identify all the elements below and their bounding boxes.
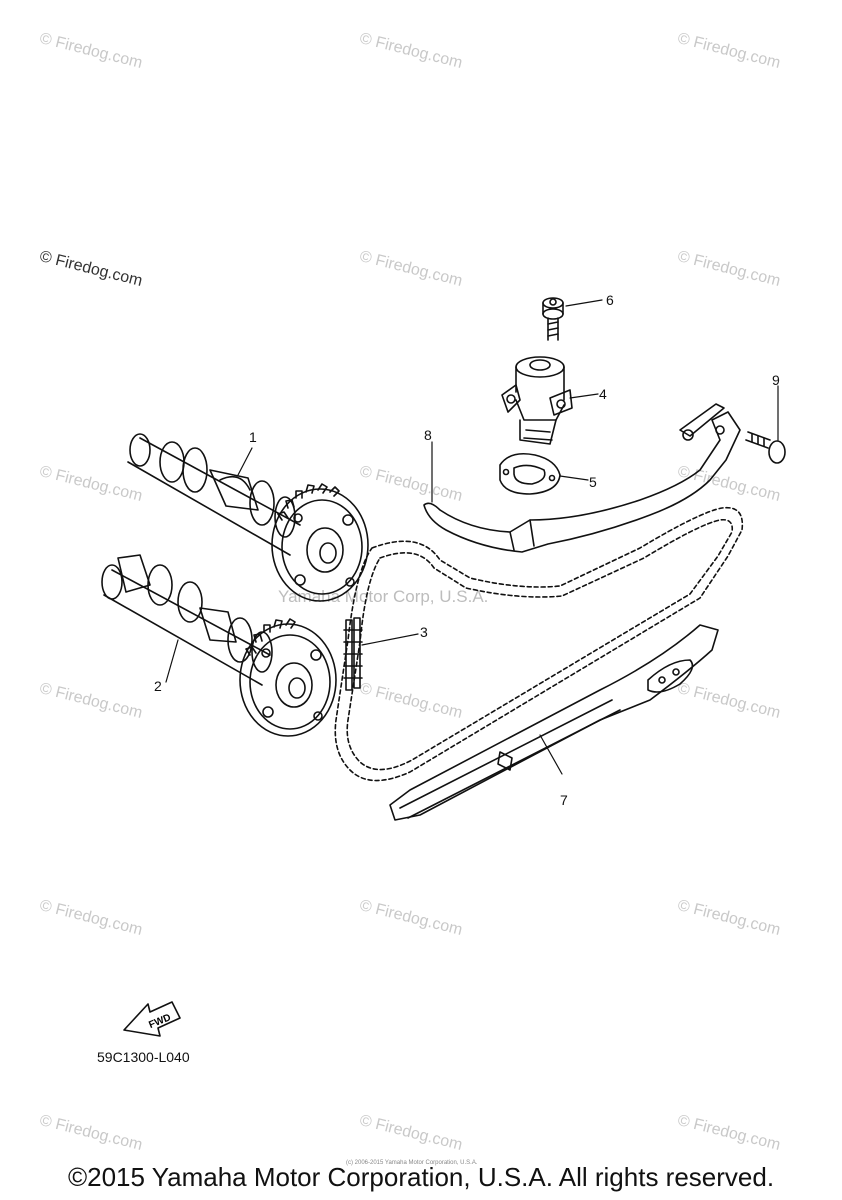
tensioner-gasket <box>499 452 561 495</box>
callout-7: 7 <box>560 792 568 808</box>
copyright-notice: ©2015 Yamaha Motor Corporation, U.S.A. A… <box>67 1162 775 1192</box>
callout-5: 5 <box>589 474 597 490</box>
callout-3: 3 <box>420 624 428 640</box>
cam-chain <box>334 506 744 782</box>
small-copyright: (c) 2006-2015 Yamaha Motor Corporation, … <box>346 1160 478 1166</box>
callout-2: 2 <box>154 678 162 694</box>
center-watermark: Yamaha Motor Corp, U.S.A. <box>278 587 489 606</box>
fwd-label: FWD <box>147 1012 172 1031</box>
callout-4: 4 <box>599 386 607 402</box>
chain-tensioner <box>501 356 573 445</box>
cam-chain-section <box>343 617 363 691</box>
callout-6: 6 <box>606 292 614 308</box>
tensioner-bolt <box>542 297 564 341</box>
callout-9: 9 <box>772 372 780 388</box>
callout-leaders <box>165 299 779 775</box>
chain-guide-upper <box>423 403 741 553</box>
diagram-code: 59C1300-L040 <box>97 1049 190 1065</box>
callout-1: 1 <box>249 429 257 445</box>
fwd-arrow-icon <box>123 1001 181 1037</box>
guide-bolt <box>745 431 786 464</box>
camshaft-upper <box>127 433 369 602</box>
chain-guide-lower <box>389 624 719 821</box>
callout-8: 8 <box>424 427 432 443</box>
camshaft-lower <box>101 554 337 737</box>
